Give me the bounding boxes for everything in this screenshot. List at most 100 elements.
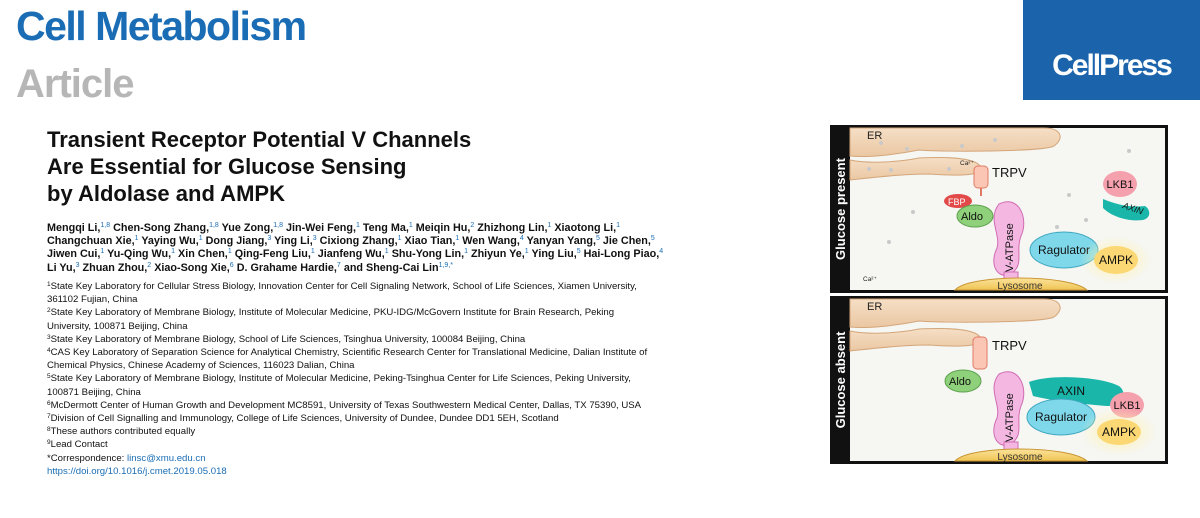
author-name: Hai-Long Piao, bbox=[583, 248, 660, 261]
affiliation-list: 1State Key Laboratory for Cellular Stres… bbox=[47, 280, 712, 478]
author-name: Shu-Yong Lin, bbox=[391, 248, 465, 261]
author-name: Changchuan Xie, bbox=[47, 235, 135, 248]
trpv-label: TRPV bbox=[992, 338, 1027, 353]
author-name: Dong Jiang, bbox=[205, 235, 268, 248]
graphical-abstract: Glucose present ER Ca²⁺ Ca²⁺ TRPV FBP Al… bbox=[829, 124, 1169, 466]
panel-glucose-absent: Glucose absent ER TRPV Aldo V-ATPase AXI… bbox=[830, 296, 1168, 464]
author-name: Yu-Qing Wu, bbox=[107, 248, 172, 261]
author-line: Li Yu,3 Zhuan Zhou,2 Xiao-Song Xie,6 D. … bbox=[47, 262, 715, 275]
affiliation-number: 5 bbox=[47, 373, 51, 381]
affiliation-line: 9Lead Contact bbox=[47, 438, 712, 451]
affiliation-text: McDermott Center of Human Growth and Dev… bbox=[50, 399, 642, 411]
author-affiliation-marker: 4 bbox=[659, 248, 664, 256]
author-line: Mengqi Li,1,8 Chen-Song Zhang,1,8 Yue Zo… bbox=[47, 222, 715, 235]
title-line: by Aldolase and AMPK bbox=[47, 181, 285, 206]
affiliation-text: 361102 Fujian, China bbox=[47, 294, 138, 306]
author-name: Xiao Tian, bbox=[404, 235, 456, 248]
author-name: Jin-Wei Feng, bbox=[285, 222, 356, 234]
author-name: Xiaotong Li, bbox=[554, 222, 617, 234]
author-affiliation-marker: 4 bbox=[519, 235, 524, 243]
affiliation-number: 4 bbox=[47, 347, 51, 355]
author-name: Xin Chen, bbox=[178, 248, 228, 261]
author-list: Mengqi Li,1,8 Chen-Song Zhang,1,8 Yue Zo… bbox=[47, 222, 715, 275]
publisher-logo: CellPress bbox=[1023, 0, 1200, 100]
lysosome-label: Lysosome bbox=[997, 452, 1043, 463]
affiliation-text: These authors contributed equally bbox=[50, 426, 196, 438]
er-membrane bbox=[849, 127, 1061, 158]
fbp-molecule: FBP bbox=[944, 194, 972, 208]
author-affiliation-marker: 5 bbox=[576, 248, 581, 256]
author-name: Qing-Feng Liu, bbox=[234, 248, 311, 261]
ragulator-complex: Ragulator bbox=[1026, 398, 1096, 436]
author-affiliation-marker: 1 bbox=[227, 248, 232, 256]
author-name: Wen Wang, bbox=[462, 235, 520, 248]
author-name: D. Grahame Hardie, bbox=[236, 261, 337, 274]
author-affiliation-marker: 1 bbox=[397, 235, 402, 243]
doi-link[interactable]: https://doi.org/10.1016/j.cmet.2019.05.0… bbox=[47, 465, 227, 477]
author-affiliation-marker: 1 bbox=[171, 248, 176, 256]
author-affiliation-marker: 1 bbox=[455, 235, 460, 243]
affiliation-text: State Key Laboratory of Membrane Biology… bbox=[50, 333, 526, 345]
author-affiliation-marker: 1 bbox=[408, 222, 413, 229]
author-name: Ying Li, bbox=[274, 235, 313, 248]
affiliation-line: 3State Key Laboratory of Membrane Biolog… bbox=[47, 333, 712, 346]
side-label-glucose-absent: Glucose absent bbox=[833, 331, 848, 428]
affiliation-number: 2 bbox=[47, 307, 51, 315]
author-affiliation-marker: 1 bbox=[198, 235, 203, 243]
author-affiliation-marker: 1,8 bbox=[100, 222, 111, 229]
affiliation-line: 1State Key Laboratory for Cellular Stres… bbox=[47, 280, 712, 293]
calcium-label: Ca²⁺ bbox=[863, 276, 877, 283]
author-name: Li Yu, bbox=[47, 261, 76, 274]
ragulator-label: Ragulator bbox=[1038, 243, 1090, 257]
affiliation-line: Chemical Physics, Chinese Academy of Sci… bbox=[47, 359, 712, 372]
author-name: Xiao-Song Xie, bbox=[154, 261, 230, 274]
aldolase-label: Aldo bbox=[949, 376, 971, 388]
author-name: Zhizhong Lin, bbox=[477, 222, 548, 234]
author-name: Cixiong Zhang, bbox=[319, 235, 398, 248]
affiliation-text: State Key Laboratory of Membrane Biology… bbox=[50, 307, 615, 319]
affiliation-number: 8 bbox=[47, 426, 51, 434]
affiliation-line: 361102 Fujian, China bbox=[47, 293, 712, 306]
author-affiliation-marker: 1 bbox=[547, 222, 552, 229]
lkb1-label: LKB1 bbox=[1107, 179, 1134, 191]
author-affiliation-marker: 3 bbox=[75, 261, 80, 269]
lysosome: Lysosome bbox=[953, 277, 1089, 292]
affiliation-text: University, 100871 Beijing, China bbox=[47, 320, 188, 332]
author-affiliation-marker: 7 bbox=[336, 261, 341, 269]
affiliation-text: CAS Key Laboratory of Separation Science… bbox=[50, 347, 648, 359]
author-affiliation-marker: 2 bbox=[470, 222, 475, 229]
affiliation-number: 9 bbox=[47, 439, 51, 447]
fbp-label: FBP bbox=[948, 197, 966, 207]
affiliation-line: 100871 Beijing, China bbox=[47, 386, 712, 399]
author-affiliation-marker: 5 bbox=[595, 235, 600, 243]
er-label: ER bbox=[867, 130, 882, 142]
affiliation-number: 3 bbox=[47, 333, 51, 341]
author-affiliation-marker: 1 bbox=[310, 248, 315, 256]
trpv-channel bbox=[973, 165, 989, 196]
ragulator-label: Ragulator bbox=[1035, 410, 1087, 424]
article-type-label: Article bbox=[16, 62, 134, 106]
affiliation-number: 1 bbox=[47, 281, 51, 288]
title-line: Are Essential for Glucose Sensing bbox=[47, 154, 407, 179]
author-name: Meiqin Hu, bbox=[415, 222, 471, 234]
v-atpase: V-ATPase bbox=[993, 371, 1025, 457]
author-name: Yanyan Yang, bbox=[526, 235, 596, 248]
affiliation-text: Division of Cell Signalling and Immunolo… bbox=[50, 413, 559, 425]
author-affiliation-marker: 1,9,* bbox=[438, 261, 453, 269]
author-affiliation-marker: 1 bbox=[524, 248, 529, 256]
ampk-protein: AMPK bbox=[1081, 408, 1157, 456]
lysosome-label: Lysosome bbox=[997, 281, 1043, 292]
lysosome: Lysosome bbox=[953, 448, 1089, 463]
author-name: Jiwen Cui, bbox=[47, 248, 101, 261]
er-label: ER bbox=[867, 301, 882, 313]
author-name: Zhuan Zhou, bbox=[82, 261, 148, 274]
author-affiliation-marker: 6 bbox=[229, 261, 234, 269]
author-name: and Sheng-Cai Lin bbox=[343, 261, 439, 274]
author-affiliation-marker: 1 bbox=[464, 248, 468, 256]
author-affiliation-marker: 1 bbox=[616, 222, 621, 229]
affiliation-line: 5State Key Laboratory of Membrane Biolog… bbox=[47, 372, 712, 385]
correspondence-email[interactable]: linsc@xmu.edu.cn bbox=[127, 452, 206, 464]
axin-protein: AXIN bbox=[1103, 199, 1150, 221]
author-name: Teng Ma, bbox=[362, 222, 409, 234]
author-affiliation-marker: 5 bbox=[650, 235, 655, 243]
